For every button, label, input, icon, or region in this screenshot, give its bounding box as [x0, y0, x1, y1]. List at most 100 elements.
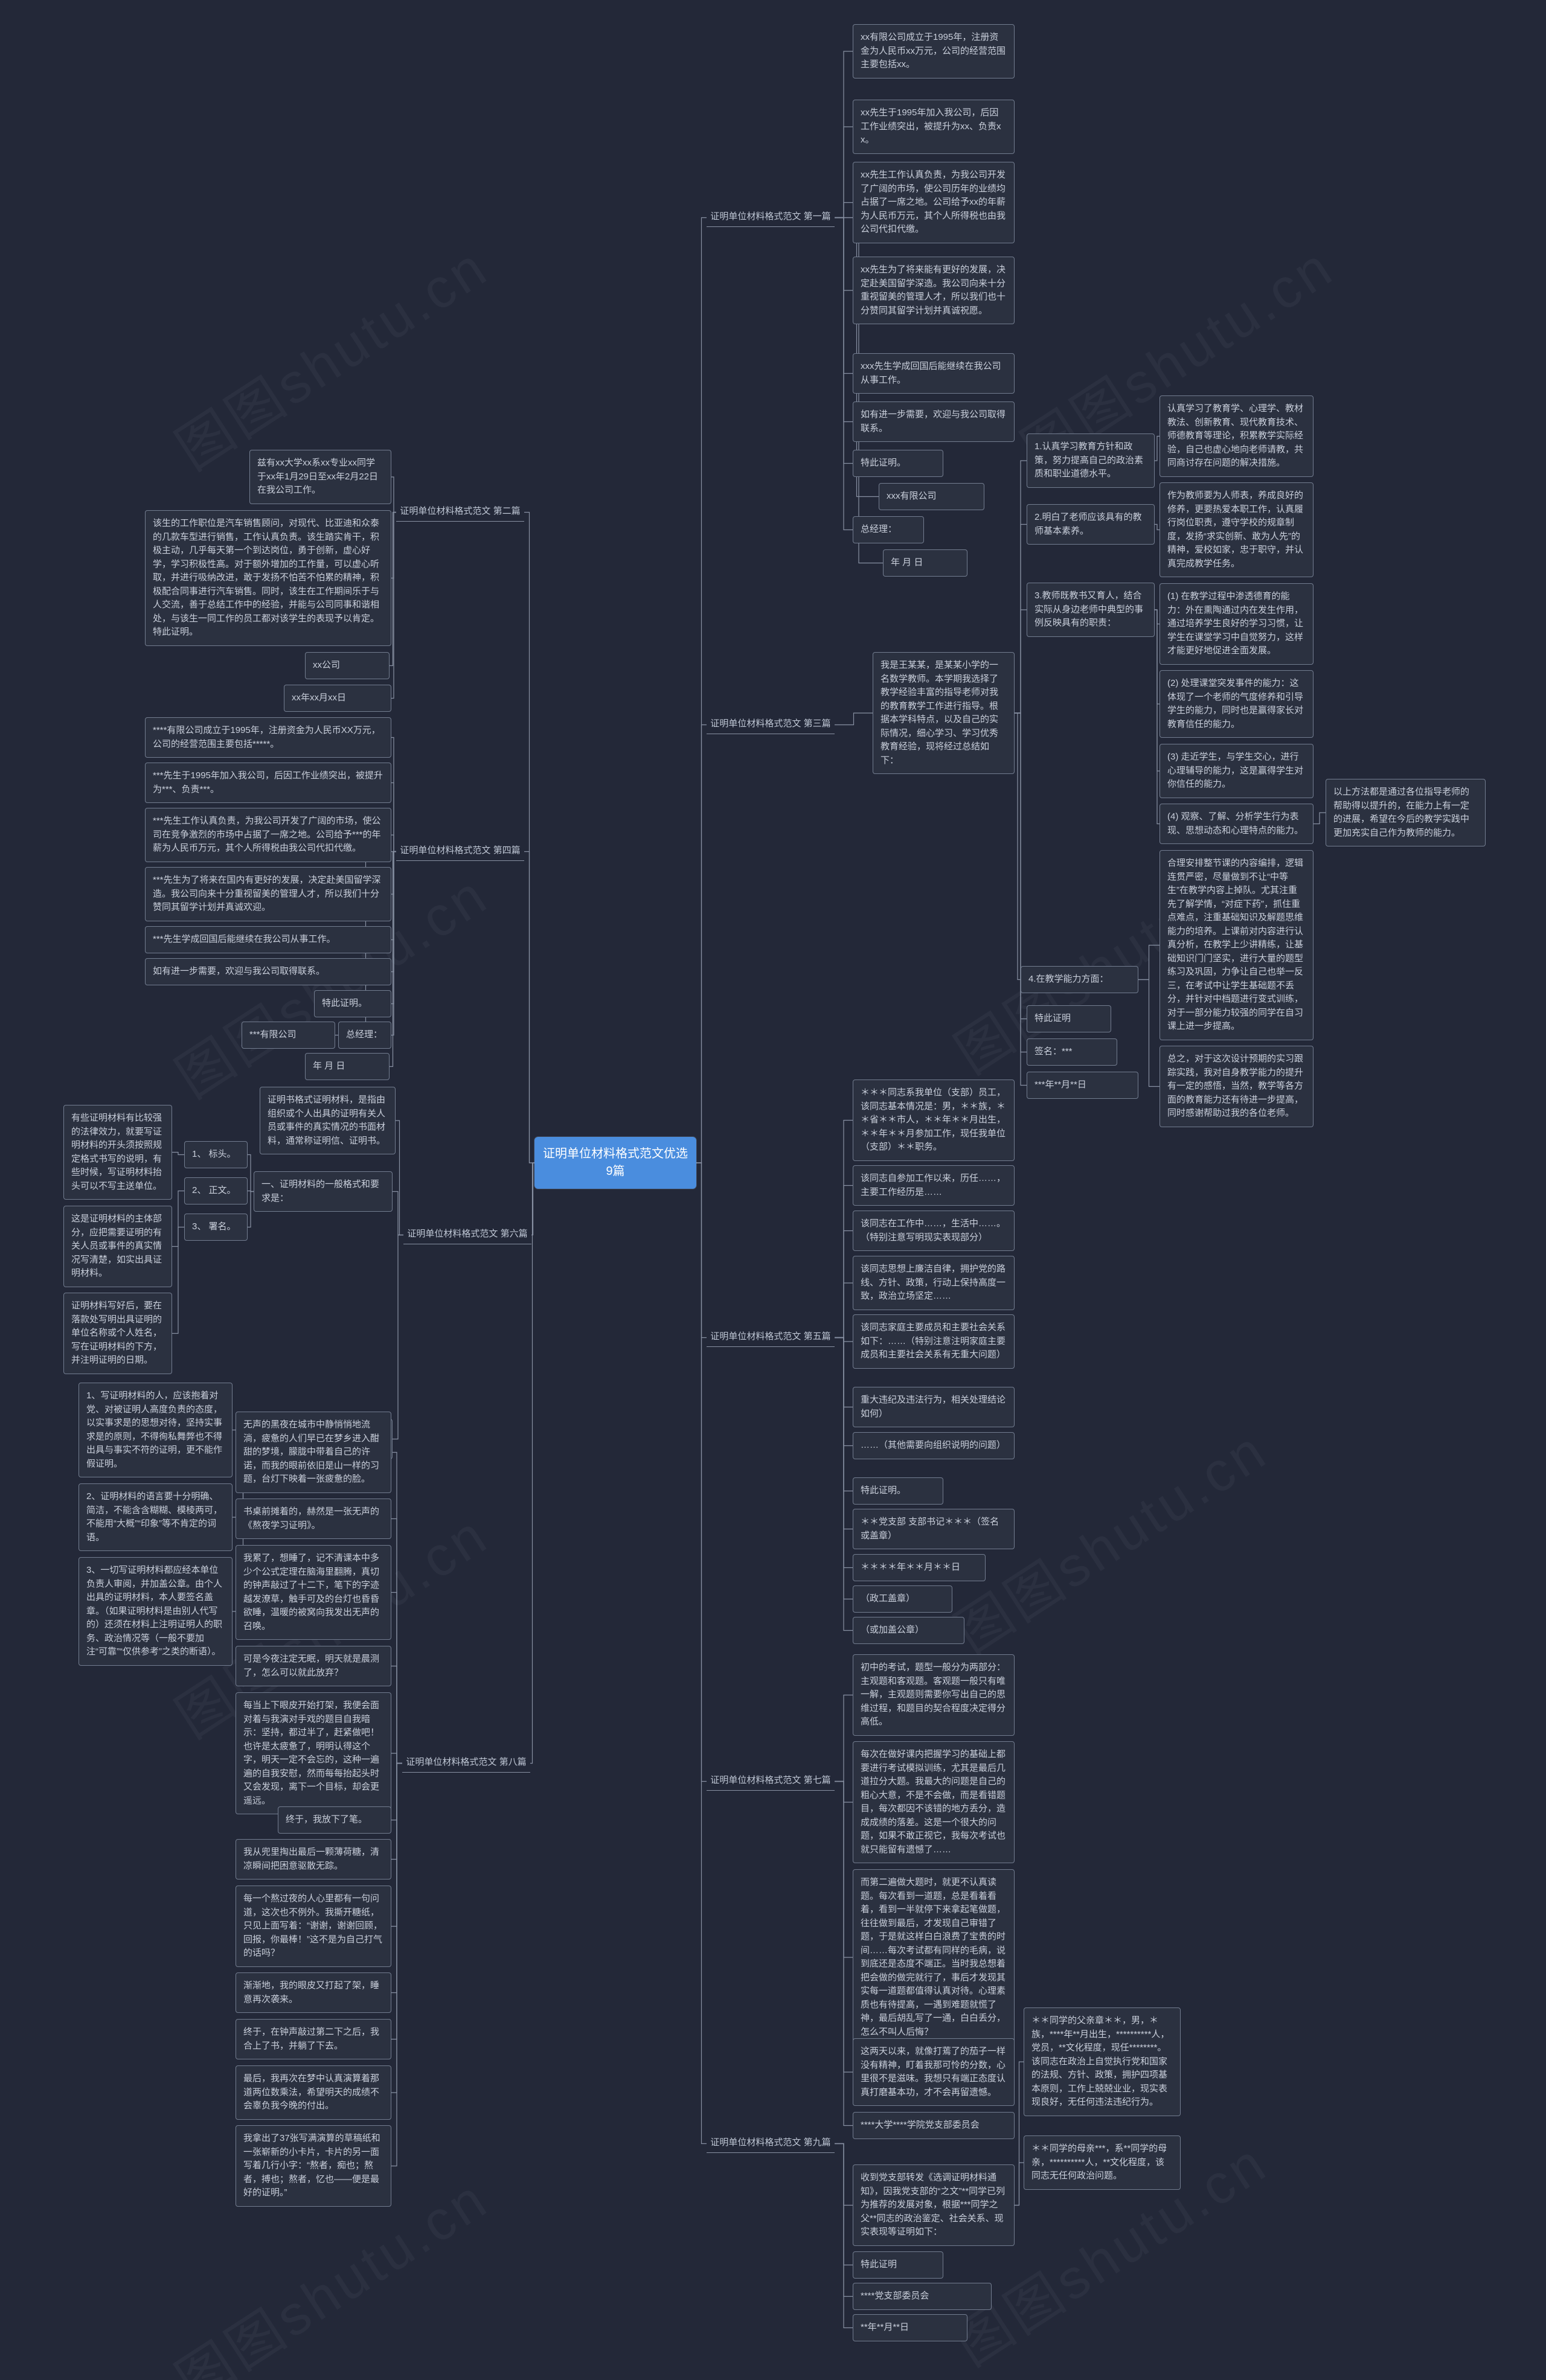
p8-para-2[interactable]: 书桌前摊着的，赫然是一张无声的《熬夜学习证明》。 — [236, 1499, 391, 1539]
topic-1[interactable]: 证明单位材料格式范文 第一篇 — [707, 208, 835, 227]
p5-discipline[interactable]: 重大违纪及违法行为，相关处理结论如何） — [853, 1387, 1015, 1427]
p8-para-6[interactable]: 终于，我放下了笔。 — [278, 1806, 391, 1834]
p5-stamp-1[interactable]: （政工盖章） — [853, 1585, 952, 1613]
p8-para-7[interactable]: 我从兜里掏出最后一颗薄荷糖，清凉瞬间把困意驱散无踪。 — [236, 1839, 391, 1879]
p8-para-3[interactable]: 我累了，想睡了，记不清课本中多少个公式定理在脑海里翻腾，真切的钟声敲过了十二下，… — [236, 1545, 391, 1640]
p3-item-2-note[interactable]: 作为教师要为人师表，养成良好的修养，更要热爱本职工作，认真履行岗位职责，遵守学校… — [1160, 482, 1313, 577]
p5-hereby[interactable]: 特此证明。 — [853, 1477, 943, 1505]
topic-2[interactable]: 证明单位材料格式范文 第二篇 — [396, 503, 524, 522]
topic-3[interactable]: 证明单位材料格式范文 第三篇 — [707, 715, 835, 734]
topic-9[interactable]: 证明单位材料格式范文 第九篇 — [707, 2134, 835, 2153]
p9-date[interactable]: **年**月**日 — [853, 2314, 967, 2341]
topic-8[interactable]: 证明单位材料格式范文 第八篇 — [402, 1754, 530, 1773]
p3-sign[interactable]: 签名：*** — [1027, 1038, 1117, 1066]
p5-stamp-2[interactable]: （或加盖公章） — [853, 1617, 964, 1644]
p8-para-5[interactable]: 每当上下眼皮开始打架，我便会面对着与我演对手戏的题目自我暗示：坚持，都过半了，赶… — [236, 1692, 391, 1814]
p8-para-11[interactable]: 最后，我再次在梦中认真演算着那道两位数乘法，希望明天的成绩不会辜负我今晚的付出。 — [236, 2065, 391, 2120]
p1-para-2[interactable]: xx先生于1995年加入我公司，后因工作业绩突出，被提升为xx、负责xx。 — [853, 100, 1015, 154]
p1-hereby[interactable]: 特此证明。 — [853, 450, 943, 477]
p1-para-5[interactable]: xxx先生学成回国后能继续在我公司从事工作。 — [853, 353, 1015, 394]
p5-basic-info[interactable]: ＊＊＊同志系我单位（支部）员工，该同志基本情况是：男，＊＊族，＊＊省＊＊市人，＊… — [853, 1080, 1015, 1161]
p3-ability-note[interactable]: 以上方法都是通过各位指导老师的帮助得以提升的，在能力上有一定的进展，希望在今后的… — [1326, 779, 1486, 846]
center-topic[interactable]: 证明单位材料格式范文优选9篇 — [534, 1137, 696, 1189]
p7-para-1[interactable]: 初中的考试，题型一般分为两部分：主观题和客观题。客观题一般只有唯一解，主观题则需… — [853, 1654, 1015, 1736]
p1-date[interactable]: 年 月 日 — [883, 549, 967, 577]
p9-committee[interactable]: ****党支部委员会 — [853, 2283, 992, 2310]
p6-head-note[interactable]: 有些证明材料有比较强的法律效力，就要写证明材料的开头须按照规定格式书写的说明，有… — [63, 1105, 172, 1200]
edge-topic-1-to-p1-para-2 — [835, 126, 853, 219]
p2-detail[interactable]: 该生的工作职位是汽车销售顾问，对现代、比亚迪和众泰的几款车型进行销售，工作认真负… — [145, 510, 391, 646]
p4-para-1[interactable]: ****有限公司成立于1995年，注册资金为人民币XX万元，公司的经营范围主要包… — [145, 717, 391, 758]
topic-6[interactable]: 证明单位材料格式范文 第六篇 — [403, 1226, 531, 1244]
p4-hereby[interactable]: 特此证明。 — [314, 990, 391, 1017]
p3-item-4-note-2[interactable]: 总之，对于这次设计预期的实习跟踪实践，我对自身教学能力的提升有一定的感悟，当然，… — [1160, 1046, 1313, 1127]
p4-para-6[interactable]: 如有进一步需要，欢迎与我公司取得联系。 — [145, 958, 391, 985]
p5-politics[interactable]: 该同志思想上廉洁自律，拥护党的路线、方针、政策，行动上保持高度一致，政治立场坚定… — [853, 1256, 1015, 1310]
p9-mother-info[interactable]: ＊＊同学的母亲***，系**同学的母亲，**********人，**文化程度，该… — [1024, 2135, 1181, 2190]
p2-intro[interactable]: 兹有xx大学xx系xx专业xx同学于xx年1月29日至xx年2月22日在我公司工… — [249, 450, 391, 504]
p3-item-3[interactable]: 3.教师既教书又育人，结合实际从身边老师中典型的事例反映具有的职责： — [1027, 583, 1155, 637]
p3-item-4-note-1[interactable]: 合理安排整节课的内容编排，逻辑连贯严密，尽量做到不让“中等生”在教学内容上掉队。… — [1160, 850, 1313, 1040]
p3-ability-3[interactable]: (3) 走近学生，与学生交心，进行心理辅导的能力，这是赢得学生对你信任的能力。 — [1160, 744, 1313, 798]
p6-section-1[interactable]: 一、证明材料的一般格式和要求是： — [254, 1171, 393, 1212]
p9-notice[interactable]: 收到党支部转发《选调证明材料通知》，因我党支部的“之文”**同学已列为推荐的发展… — [853, 2164, 1015, 2246]
p6-note-2[interactable]: 2、证明材料的语言要十分明确、简洁，不能含含糊糊、模棱两可，不能用“大概”“印象… — [79, 1483, 233, 1551]
p1-para-4[interactable]: xx先生为了将来能有更好的发展，决定赴美国留学深造。我公司向来十分重视留美的管理… — [853, 257, 1015, 324]
edge-topic-2-to-p2-detail — [391, 511, 396, 579]
p8-para-8[interactable]: 每一个熬过夜的人心里都有一句问道，这次也不例外。我撕开糖纸，只见上面写着：“谢谢… — [236, 1886, 391, 1967]
p6-note-1[interactable]: 1、写证明材料的人，应该抱着对党、对被证明人高度负责的态度，以实事求是的思想对待… — [79, 1383, 233, 1477]
p3-item-1[interactable]: 1.认真学习教育方针和政策，努力提高自己的政治素质和职业道德水平。 — [1027, 433, 1155, 488]
p4-date[interactable]: 年 月 日 — [305, 1053, 390, 1080]
topic-4[interactable]: 证明单位材料格式范文 第四篇 — [396, 842, 524, 861]
p3-item-2[interactable]: 2.明白了老师应该具有的教师基本素养。 — [1027, 504, 1155, 545]
p6-sign-note[interactable]: 证明材料写好后，要在落款处写明出具证明的单位名称或个人姓名，写在证明材料的下方，… — [63, 1293, 172, 1374]
p7-para-4[interactable]: 这两天以来，就像打蔫了的茄子一样没有精神，盯着我那可怜的分数，心里很不是滋味。我… — [853, 2038, 1015, 2106]
p6-definition[interactable]: 证明书格式证明材料，是指由组织或个人出具的证明有关人员或事件的真实情况的书面材料… — [260, 1087, 396, 1154]
p5-history[interactable]: 该同志自参加工作以来，历任……，主要工作经历是…… — [853, 1165, 1015, 1206]
p3-ability-2[interactable]: (2) 处理课堂突发事件的能力：这体现了一个老师的气度修养和引导学生的能力，同时… — [1160, 670, 1313, 738]
p4-manager[interactable]: 总经理： — [338, 1022, 391, 1049]
p5-performance[interactable]: 该同志在工作中……，生活中……。（特别注意写明现实表现部分） — [853, 1211, 1015, 1251]
p1-para-3[interactable]: xx先生工作认真负责，为我公司开发了广阔的市场，使公司历年的业绩均占据了一席之地… — [853, 162, 1015, 243]
p1-para-6[interactable]: 如有进一步需要，欢迎与我公司取得联系。 — [853, 401, 1015, 442]
p7-committee[interactable]: ****大学****学院党支部委员会 — [853, 2112, 1015, 2139]
p6-item-body[interactable]: 2、 正文。 — [184, 1177, 248, 1204]
p3-item-4[interactable]: 4.在教学能力方面： — [1021, 966, 1138, 993]
p3-intro[interactable]: 我是王某某，是某某小学的一名数学教师。本学期我选择了教学经验丰富的指导老师对我的… — [873, 652, 1015, 774]
topic-5[interactable]: 证明单位材料格式范文 第五篇 — [707, 1328, 835, 1347]
p8-para-10[interactable]: 终于，在钟声敲过第二下之后，我合上了书，并躺了下去。 — [236, 2019, 391, 2059]
p4-company[interactable]: ***有限公司 — [242, 1022, 335, 1049]
p4-para-5[interactable]: ***先生学成回国后能继续在我公司从事工作。 — [145, 926, 391, 953]
p5-branch-sign[interactable]: ＊＊党支部 支部书记＊＊＊（签名或盖章） — [853, 1509, 1015, 1549]
p1-manager[interactable]: 总经理： — [853, 516, 924, 543]
p2-company[interactable]: xx公司 — [305, 652, 390, 679]
p6-note-3[interactable]: 3、一切写证明材料都应经本单位负责人审阅，并加盖公章。由个人出具的证明材料，本人… — [79, 1557, 233, 1666]
p4-para-2[interactable]: ***先生于1995年加入我公司，后因工作业绩突出，被提升为***、负责***。 — [145, 763, 391, 803]
p8-para-4[interactable]: 可是今夜注定无眠，明天就是晨测了，怎么可以就此放弃？ — [236, 1646, 391, 1686]
p9-father-info[interactable]: ＊＊同学的父亲章＊＊，男，＊族，****年**月出生，**********人，党… — [1024, 2007, 1181, 2116]
p3-ability-1[interactable]: (1) 在教学过程中渗透德育的能力：外在熏陶通过内在发生作用，通过培养学生良好的… — [1160, 583, 1313, 665]
p5-date[interactable]: ＊＊＊＊年＊＊月＊＊日 — [853, 1554, 986, 1581]
p5-family[interactable]: 该同志家庭主要成员和主要社会关系如下：……（特别注意注明家庭主要成员和主要社会关… — [853, 1314, 1015, 1369]
p8-para-1[interactable]: 无声的黑夜在城市中静悄悄地流淌，疲惫的人们早已在梦乡进入酣甜的梦境，朦胧中带着自… — [236, 1412, 391, 1493]
p8-para-9[interactable]: 渐渐地，我的眼皮又打起了架，睡意再次袭来。 — [236, 1972, 391, 2013]
p5-other[interactable]: ……（其他需要向组织说明的问题） — [853, 1432, 1015, 1459]
p1-company[interactable]: xxx有限公司 — [879, 483, 984, 510]
p8-para-12[interactable]: 我拿出了37张写满演算的草稿纸和一张崭新的小卡片，卡片的另一面写着几行小字：“熬… — [236, 2125, 391, 2207]
p6-item-sign[interactable]: 3、 署名。 — [184, 1214, 248, 1241]
p3-date[interactable]: ***年**月**日 — [1027, 1072, 1138, 1099]
p7-para-3[interactable]: 而第二遍做大题时，就更不认真读题。每次看到一道题，总是看着看着，看到一半就停下来… — [853, 1869, 1015, 2046]
p3-ability-4[interactable]: (4) 观察、了解、分析学生行为表现、思想动态和心理特点的能力。 — [1160, 804, 1313, 844]
p4-para-4[interactable]: ***先生为了将来在国内有更好的发展，决定赴美国留学深造。我公司向来十分重视留美… — [145, 867, 391, 921]
p7-para-2[interactable]: 每次在做好课内把握学习的基础上都要进行考试模拟训练，尤其是最后几道拉分大题。我最… — [853, 1741, 1015, 1863]
topic-7[interactable]: 证明单位材料格式范文 第七篇 — [707, 1772, 835, 1791]
p3-hereby[interactable]: 特此证明 — [1027, 1005, 1111, 1032]
p2-date[interactable]: xx年xx月xx日 — [284, 685, 391, 712]
p1-para-1[interactable]: xx有限公司成立于1995年，注册资金为人民币xx万元，公司的经营范围主要包括x… — [853, 24, 1015, 78]
p6-body-note[interactable]: 这是证明材料的主体部分，应把需要证明的有关人员或事件的真实情况写清楚，如实出具证… — [63, 1206, 172, 1287]
edge-topic-7-to-p7-committee — [835, 1780, 853, 2126]
p3-item-1-note[interactable]: 认真学习了教育学、心理学、教材教法、创新教育、现代教育技术、师德教育等理论，积累… — [1160, 395, 1313, 477]
p4-para-3[interactable]: ***先生工作认真负责，为我公司开发了广阔的市场，使公司在竞争激烈的市场中占据了… — [145, 808, 391, 862]
p6-item-head[interactable]: 1、 标头。 — [184, 1141, 248, 1168]
p9-hereby[interactable]: 特此证明 — [853, 2251, 943, 2279]
